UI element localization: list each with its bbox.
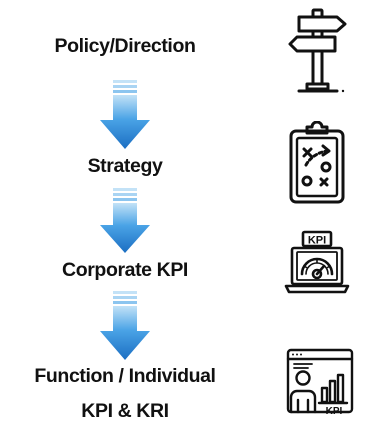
signpost-icon [288,8,347,93]
strategy-clipboard-icon [289,121,345,204]
kpi-gauge-laptop-icon: KPI [284,230,350,294]
step-label-kpi-kri: KPI & KRI [81,400,169,422]
kpi-screen-text: KPI [326,406,343,417]
step-label-policy-direction: Policy/Direction [54,35,196,57]
step-label-function-individual: Function / Individual [34,365,216,387]
down-arrow-icon [100,188,150,253]
kpi-badge-text: KPI [308,235,326,247]
kpi-dashboard-person-icon: KPI [286,348,354,417]
down-arrow-icon [100,80,150,149]
step-label-corporate-kpi: Corporate KPI [62,259,188,281]
down-arrow-icon [100,291,150,360]
step-label-strategy: Strategy [87,155,163,177]
